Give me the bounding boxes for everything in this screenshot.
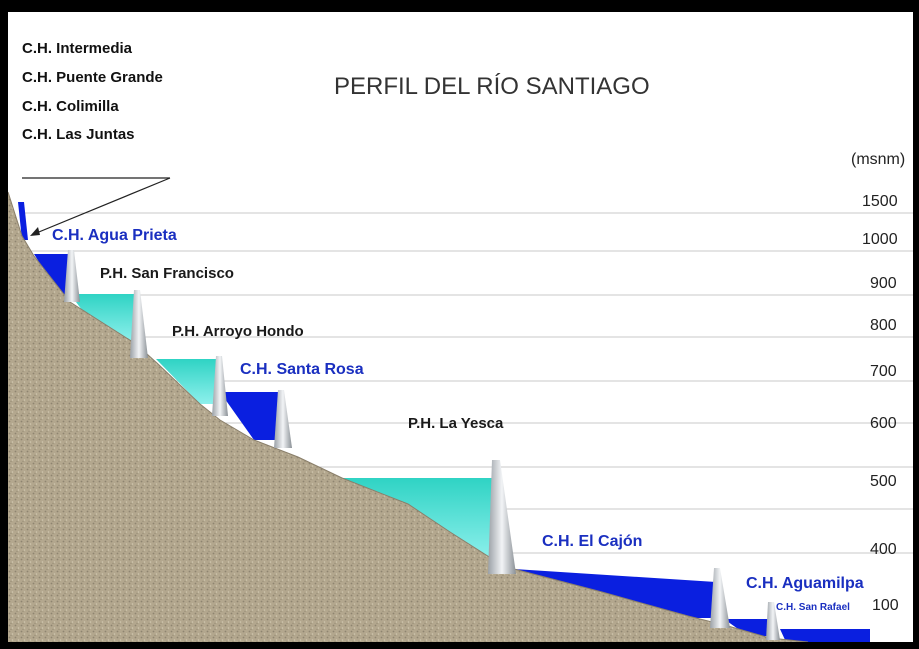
dam-aguamilpa bbox=[766, 602, 780, 640]
label-el-cajon: C.H. El Cajón bbox=[542, 533, 642, 550]
dam-arroyo-hondo bbox=[212, 356, 228, 416]
reservoir-santa-rosa bbox=[220, 392, 280, 440]
reservoir-san-rafael bbox=[780, 629, 870, 642]
tick-100: 100 bbox=[872, 597, 899, 614]
reservoir-san-francisco bbox=[70, 294, 136, 342]
tick-600: 600 bbox=[870, 415, 897, 432]
terrain-profile bbox=[8, 192, 808, 642]
tick-700: 700 bbox=[870, 363, 897, 380]
tick-1000: 1000 bbox=[862, 231, 898, 248]
dam-la-yesca bbox=[488, 460, 516, 574]
label-colimilla: C.H. Colimilla bbox=[22, 98, 119, 115]
dam-agua-prieta bbox=[64, 250, 80, 302]
label-intermedia: C.H. Intermedia bbox=[22, 40, 133, 57]
diagram-canvas: PERFIL DEL RÍO SANTIAGO C.H. Intermedia … bbox=[8, 12, 913, 642]
dams bbox=[64, 250, 780, 640]
tick-800: 800 bbox=[870, 317, 897, 334]
reservoir-agua-prieta bbox=[34, 254, 70, 296]
label-san-francisco: P.H. San Francisco bbox=[100, 265, 234, 282]
tick-1500: 1500 bbox=[862, 193, 898, 210]
riverbed-line bbox=[8, 191, 809, 642]
unit-label: (msnm) bbox=[851, 151, 905, 168]
reservoir-arroyo-hondo bbox=[156, 359, 218, 404]
label-arroyo-hondo: P.H. Arroyo Hondo bbox=[172, 323, 304, 340]
reservoir-intermedia-cascade bbox=[18, 202, 28, 240]
tick-900: 900 bbox=[870, 275, 897, 292]
reservoir-el-cajon bbox=[514, 569, 716, 618]
tick-400: 400 bbox=[870, 541, 897, 558]
diagram-title: PERFIL DEL RÍO SANTIAGO bbox=[334, 73, 650, 100]
dam-san-francisco bbox=[130, 290, 148, 358]
label-puente-grande: C.H. Puente Grande bbox=[22, 69, 163, 86]
label-san-rafael: C.H. San Rafael bbox=[776, 602, 850, 613]
label-santa-rosa: C.H. Santa Rosa bbox=[240, 361, 364, 378]
label-aguamilpa: C.H. Aguamilpa bbox=[746, 575, 864, 592]
dam-santa-rosa bbox=[274, 390, 292, 448]
dam-el-cajon bbox=[710, 568, 730, 628]
pointer-arrowhead bbox=[30, 227, 40, 236]
reservoir-aguamilpa bbox=[724, 619, 770, 636]
pointer-line bbox=[33, 177, 171, 235]
label-las-juntas: C.H. Las Juntas bbox=[22, 126, 135, 143]
river-profile-diagram: PERFIL DEL RÍO SANTIAGO C.H. Intermedia … bbox=[8, 40, 913, 642]
tick-500: 500 bbox=[870, 473, 897, 490]
label-la-yesca: P.H. La Yesca bbox=[408, 415, 504, 432]
label-agua-prieta: C.H. Agua Prieta bbox=[52, 227, 177, 244]
